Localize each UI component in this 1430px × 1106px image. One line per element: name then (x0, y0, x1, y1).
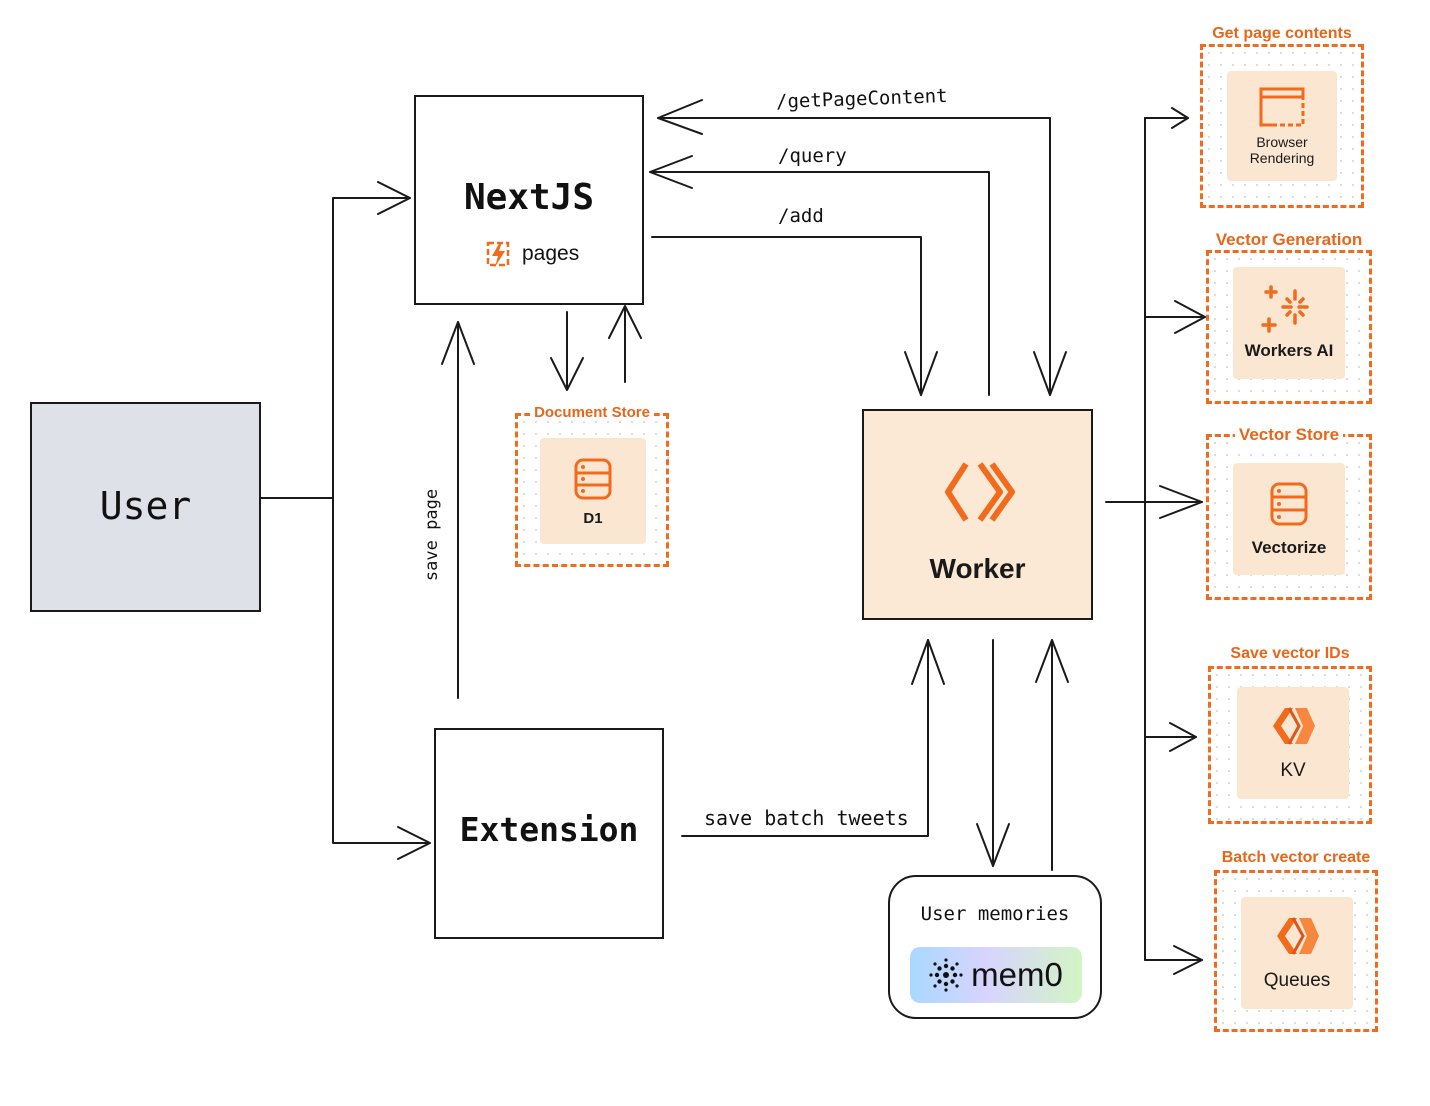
save-vector-ids-title: Save vector IDs (1226, 645, 1354, 662)
d1-label: D1 (583, 509, 603, 527)
vector-store-title: Vector Store (1234, 425, 1344, 444)
get-page-content-arrowhead-left (657, 99, 703, 135)
save-batch-tweets-arrowhead (911, 639, 945, 685)
d1-to-nextjs-arrowhead (608, 305, 642, 339)
worker-to-vectorize-arrowhead (1159, 485, 1203, 519)
browser-rendering-tile: Browser Rendering (1227, 71, 1337, 181)
kv-tile: KV (1237, 687, 1349, 799)
save-page-label: save page (422, 488, 443, 582)
nextjs-label: NextJS (463, 177, 595, 218)
kv-logo-icon (1273, 707, 1315, 745)
worker-to-memories-arrowhead (976, 823, 1010, 867)
get-page-content-arrowhead-down (1033, 351, 1067, 396)
user-to-nextjs-line (259, 197, 409, 499)
vectorize-service: Vector Store Vectorize (1206, 425, 1372, 600)
queues-service: Batch vector create Queues (1214, 849, 1378, 1032)
pages-badge: pages (484, 239, 579, 269)
mem0-logo-icon (929, 958, 963, 992)
worker-label: Worker (929, 553, 1026, 584)
vectorize-tile: Vectorize (1233, 463, 1345, 575)
user-node: User (30, 402, 261, 612)
batch-vector-create-title: Batch vector create (1217, 849, 1375, 866)
mem0-brand: mem0 (971, 956, 1063, 993)
extension-node: Extension (434, 728, 664, 939)
save-page-arrowhead (441, 321, 475, 365)
pages-label: pages (522, 242, 580, 265)
workers-ai-service: Vector Generation Workers AI (1206, 230, 1372, 404)
memories-to-worker-arrowhead (1035, 639, 1069, 683)
bus-to-kv-arrowhead (1169, 722, 1197, 752)
workers-chevron-icon (945, 462, 1015, 522)
query-line (649, 171, 990, 396)
extension-label: Extension (459, 810, 639, 849)
database-icon (574, 458, 612, 499)
document-store-service: Document Store D1 (515, 404, 669, 567)
memories-node: User memories mem0 (888, 875, 1102, 1019)
bus-to-browser-arrowhead (1171, 107, 1189, 129)
browser-rendering-title: Get page contents (1208, 25, 1356, 42)
bus-to-workers-ai-arrowhead (1174, 300, 1206, 334)
queues-label: Queues (1263, 970, 1331, 991)
ai-sparkle-icon (1261, 285, 1309, 333)
document-store-title: Document Store (530, 404, 654, 421)
nextjs-node: NextJS pages (414, 95, 644, 305)
workers-ai-label: Workers AI (1244, 341, 1334, 360)
memories-label: User memories (920, 903, 1070, 925)
queues-tile: Queues (1241, 897, 1353, 1009)
queues-logo-icon (1277, 917, 1319, 955)
kv-label: KV (1280, 760, 1306, 781)
mem0-badge: mem0 (910, 947, 1082, 1003)
user-to-extension-line (332, 497, 429, 844)
add-label: /add (778, 205, 824, 227)
workers-ai-tile: Workers AI (1233, 267, 1345, 379)
pages-lightning-icon (486, 241, 510, 267)
user-label: User (99, 484, 192, 528)
vectorize-database-icon (1270, 482, 1308, 526)
browser-rendering-label-line1: Browser (1256, 134, 1308, 150)
browser-window-icon (1259, 87, 1305, 127)
save-batch-tweets-line (681, 639, 929, 837)
vectorize-label: Vectorize (1251, 538, 1327, 557)
user-to-extension-arrowhead (397, 826, 431, 860)
get-page-content-line (657, 117, 1051, 396)
browser-rendering-label-line2: Rendering (1249, 150, 1315, 166)
nextjs-to-d1-arrowhead (550, 357, 584, 391)
query-label: /query (778, 145, 847, 167)
d1-tile: D1 (540, 438, 646, 544)
browser-rendering-service: Get page contents Browser Rendering (1200, 25, 1364, 208)
user-to-nextjs-arrowhead (377, 181, 411, 215)
add-line (651, 236, 922, 396)
bus-to-queues-arrowhead (1173, 945, 1203, 975)
query-arrowhead (649, 155, 693, 189)
worker-node: Worker (862, 409, 1093, 620)
vector-generation-title: Vector Generation (1211, 230, 1367, 249)
save-batch-tweets-label: save batch tweets (704, 806, 909, 830)
add-arrowhead (904, 351, 938, 396)
kv-service: Save vector IDs KV (1208, 645, 1372, 824)
